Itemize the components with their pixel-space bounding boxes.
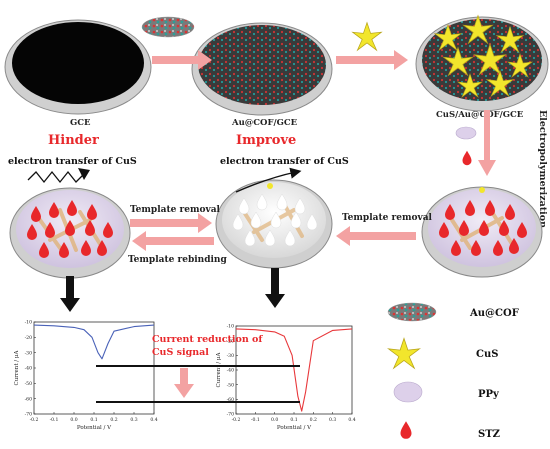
x-tick-label: 0.0 (70, 417, 77, 423)
current-reduction-label-line1: Current reduction of (152, 334, 263, 345)
cus-icon (352, 22, 382, 51)
rebinding-electrode (9, 187, 131, 279)
hinder-label: Hinder (48, 133, 99, 148)
series-line (235, 328, 353, 412)
arrow-template-removal-right (336, 226, 416, 246)
y-tick-label: -10 (25, 320, 32, 326)
legend-stz-label: STZ (478, 429, 500, 440)
template-removal-left-label: Template removal (130, 205, 221, 215)
gce-label: GCE (70, 118, 91, 128)
x-tick-label: 0.3 (329, 417, 336, 423)
stz-icon (462, 150, 472, 166)
y-tick-label: -70 (227, 412, 234, 418)
x-tick-label: -0.1 (251, 417, 260, 423)
electron-transfer-mid-label: electron transfer of CuS (220, 156, 349, 167)
y-tick-label: -70 (25, 412, 32, 418)
legend-stz-icon (400, 421, 412, 439)
x-tick-label: 0.1 (90, 417, 97, 423)
x-tick-label: 0.4 (150, 417, 157, 423)
y-axis-label: Current / μA (14, 350, 20, 386)
removed-electrode (215, 179, 333, 269)
gce-electrode (4, 19, 152, 115)
legend: Au@COF CuS PPy STZ (387, 302, 519, 440)
imprinted-electrode (421, 186, 543, 278)
cus-au-cof-gce-electrode (415, 15, 549, 112)
y-tick-label: -60 (227, 397, 234, 403)
x-tick-label: 0.3 (130, 417, 137, 423)
legend-cus-icon (388, 338, 420, 369)
x-axis-label: Potential / V (77, 425, 112, 431)
au-cof-sheet-icon (141, 16, 195, 38)
arrow-template-removal-left (130, 213, 212, 233)
down-arrow-left (60, 276, 80, 312)
y-tick-label: -10 (227, 324, 234, 330)
x-tick-label: 0.2 (310, 417, 317, 423)
cus-au-cof-gce-label: CuS/Au@COF/GCE (436, 110, 524, 120)
y-tick-label: -40 (25, 366, 32, 372)
y-tick-label: -60 (25, 396, 32, 402)
electropolymerization-label: Electropolymerization (537, 110, 548, 228)
y-tick-label: -50 (25, 381, 32, 387)
legend-cus-label: CuS (476, 349, 498, 360)
y-tick-label: -30 (227, 353, 234, 359)
au-cof-gce-label: Au@COF/GCE (231, 118, 298, 128)
template-rebinding-label: Template rebinding (128, 255, 227, 265)
arrow-template-rebinding (132, 231, 214, 251)
electron-transfer-left-label: electron transfer of CuS (8, 156, 137, 167)
electropolymerization-arrow (478, 110, 496, 176)
arrow-au-cof-to-cus (336, 50, 408, 70)
x-tick-label: -0.1 (50, 417, 59, 423)
plot-frame (33, 321, 155, 415)
blocked-electron-arrow (27, 168, 90, 184)
template-removal-right-label: Template removal (342, 213, 433, 223)
x-axis-label: Potential / V (277, 425, 312, 431)
y-tick-label: -20 (227, 338, 234, 344)
series-line (33, 324, 155, 360)
y-tick-label: -30 (25, 350, 32, 356)
chart-left: -0.2 -0.1 0.0 0.1 0.2 0.3 0.4 -10 -20 -30 -40 -50 -6… (14, 320, 158, 431)
y-tick-label: -50 (227, 382, 234, 388)
y-axis-label: Current / μA (216, 352, 222, 388)
legend-au-cof-label: Au@COF (469, 308, 519, 319)
x-tick-label: 0.4 (348, 417, 355, 423)
current-reduction-label-line2: CuS signal (152, 347, 209, 358)
arrow-gce-to-au-cof (152, 50, 212, 70)
x-tick-label: -0.2 (30, 417, 39, 423)
down-arrow-mid (265, 268, 285, 308)
legend-au-cof-icon (387, 302, 437, 322)
y-tick-label: -20 (25, 335, 32, 341)
reduction-arrow (174, 368, 194, 398)
legend-ppy-label: PPy (478, 389, 500, 400)
x-tick-label: 0.1 (290, 417, 297, 423)
au-cof-gce-electrode (191, 22, 333, 116)
legend-ppy-icon (393, 381, 423, 403)
x-tick-label: -0.2 (232, 417, 241, 423)
y-tick-label: -40 (227, 368, 234, 374)
improve-label: Improve (236, 133, 296, 148)
chart-right: -0.2 -0.1 0.0 0.1 0.2 0.3 0.4 -10 -20 -30 -40 -50 -6… (216, 324, 356, 431)
free-electron-arrow (235, 167, 302, 193)
ppy-icon (455, 126, 477, 140)
x-tick-label: 0.0 (271, 417, 278, 423)
x-tick-label: 0.2 (110, 417, 117, 423)
